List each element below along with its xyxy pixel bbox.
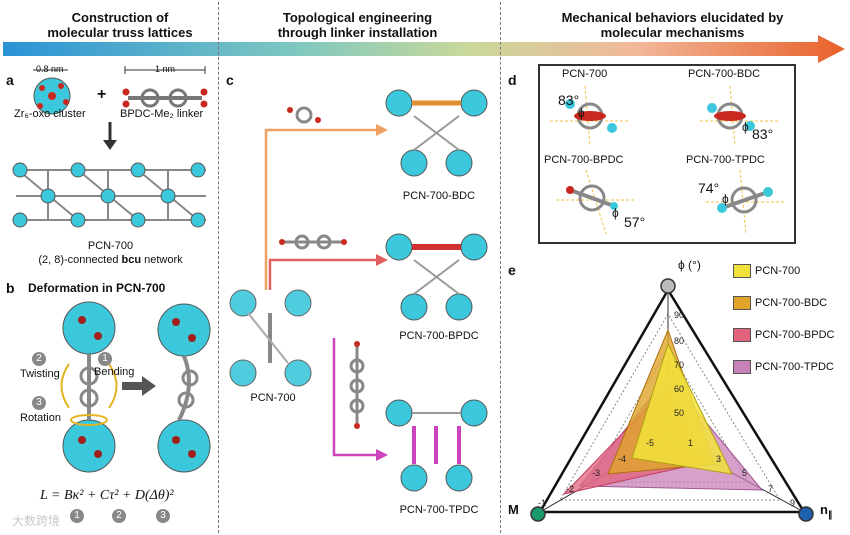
plus-sign: + — [97, 86, 107, 103]
deformation-title: Deformation in PCN-700 — [28, 281, 166, 295]
deformation-graphic — [60, 301, 211, 473]
d-name-pcn700: PCN-700 — [562, 68, 608, 80]
legend-bdc: PCN-700-BDC — [733, 294, 843, 312]
torsion-angles-box — [538, 64, 796, 244]
radar-outer-triangle — [537, 287, 807, 514]
pcn700-bpdc-graphic — [385, 233, 488, 321]
axis-m-label: M — [508, 502, 519, 517]
linker-size-label: 1 nm — [155, 64, 176, 74]
d-name-tpdc: PCN-700-TPDC — [686, 154, 765, 166]
bpdc-linker-icon — [279, 234, 347, 250]
d-angle-tpdc: 74° — [698, 180, 720, 196]
m-tick-5: -5 — [646, 438, 654, 448]
torsion-tpdc-graphic — [706, 169, 786, 235]
pcn700-center-graphic — [229, 289, 312, 387]
d-phi-bpdc: ϕ — [612, 206, 619, 220]
legend-pcn700: PCN-700 — [733, 262, 843, 280]
header-construction: Construction of molecular truss lattices — [47, 10, 193, 40]
radar-series-pcn700 — [631, 342, 733, 475]
header-mechanical: Mechanical behaviors elucidated by molec… — [561, 10, 784, 40]
mode-bending-label: Bending — [94, 366, 135, 378]
linker-install-arrows — [264, 124, 388, 461]
column-divider-2 — [500, 2, 501, 533]
pcn700-bdc-graphic — [385, 89, 488, 177]
panel-e-label: e — [508, 262, 516, 278]
product-bdc-label: PCN-700-BDC — [402, 190, 476, 202]
mode-3-badge: 3 — [32, 396, 46, 410]
m-tick-4: -4 — [618, 454, 626, 464]
panel-b-label: b — [6, 280, 15, 296]
mode-1-badge: 1 — [98, 352, 112, 366]
phi-tick-80: 80 — [674, 336, 684, 346]
cluster-caption: Zr₆-oxo cluster — [14, 108, 86, 120]
network-description: (2, 8)-connected bcu network — [38, 254, 183, 266]
mode-rotation-label: Rotation — [20, 412, 61, 424]
axis-phi-label: ϕ (°) — [678, 258, 701, 272]
d-name-bpdc: PCN-700-BPDC — [544, 154, 624, 166]
mode-2-badge: 2 — [32, 352, 46, 366]
d-phi-bdc: ϕ — [742, 120, 749, 134]
panel-d-label: d — [508, 72, 517, 88]
pcn700-center-label: PCN-700 — [250, 392, 296, 404]
n-tick-7: 7 — [768, 484, 773, 494]
header-topological: Topological engineering through linker i… — [277, 10, 438, 40]
column-divider-1 — [218, 2, 219, 533]
linker-caption: BPDC-Me₂ linker — [120, 108, 204, 120]
zr-cluster-graphic — [33, 69, 71, 115]
d-angle-bpdc: 57° — [624, 214, 646, 230]
d-angle-pcn700: 83° — [558, 92, 580, 108]
axis-n-marker — [798, 506, 814, 522]
m-tick-1: -1 — [538, 498, 546, 508]
d-name-bdc: PCN-700-BDC — [688, 68, 761, 80]
workflow-arrow — [3, 35, 845, 63]
pcn700-tpdc-graphic — [385, 399, 488, 492]
radar-legend: PCN-700 PCN-700-BDC PCN-700-BPDC PCN-700… — [733, 262, 843, 376]
energy-equation: L = Bκ² + Cτ² + D(Δθ)² — [40, 488, 174, 503]
n-tick-9: 9 — [790, 498, 795, 508]
phi-tick-90: 90 — [674, 310, 684, 320]
torsion-pcn700-graphic — [550, 85, 630, 147]
torsion-bdc-graphic — [700, 85, 780, 147]
phi-tick-70: 70 — [674, 360, 684, 370]
phi-tick-60: 60 — [674, 384, 684, 394]
legend-bpdc: PCN-700-BPDC — [733, 326, 843, 344]
watermark: 大数跨境 — [12, 514, 61, 528]
legend-swatch — [733, 328, 751, 342]
tpdc-linker-icon — [349, 341, 365, 429]
network-name: PCN-700 — [87, 240, 134, 252]
bdc-linker-icon — [287, 106, 321, 124]
d-phi-pcn700: ϕ — [578, 106, 585, 120]
mode-twisting-label: Twisting — [20, 368, 60, 380]
n-tick-1: 1 — [688, 438, 693, 448]
legend-swatch — [733, 360, 751, 374]
torsion-bpdc-graphic — [556, 169, 636, 235]
panel-a-label: a — [6, 72, 14, 88]
eq-num-1: 1 — [70, 509, 84, 523]
down-arrow — [103, 122, 117, 150]
pcn700-network-graphic — [12, 162, 206, 228]
legend-tpdc: PCN-700-TPDC — [733, 358, 843, 376]
eq-num-3: 3 — [156, 509, 170, 523]
d-angle-bdc: 83° — [752, 126, 774, 142]
panel-c-label: c — [226, 72, 234, 88]
radar-chart: 90 80 70 60 50 -5 -4 -3 -2 -1 1 3 5 7 9 — [530, 278, 814, 522]
m-tick-2: -2 — [566, 484, 574, 494]
legend-swatch — [733, 296, 751, 310]
bpdc-linker-graphic — [122, 66, 208, 108]
eq-num-2: 2 — [112, 509, 126, 523]
axis-m-marker — [530, 506, 546, 522]
m-tick-3: -3 — [592, 468, 600, 478]
n-tick-5: 5 — [742, 468, 747, 478]
n-tick-3: 3 — [716, 454, 721, 464]
axis-n-label: n∥ — [820, 502, 833, 520]
product-bpdc-label: PCN-700-BPDC — [399, 330, 479, 342]
cluster-size-label: 0.8 nm — [36, 64, 64, 74]
axis-phi-marker — [660, 278, 676, 294]
legend-swatch — [733, 264, 751, 278]
d-phi-tpdc: ϕ — [722, 192, 729, 206]
phi-tick-50: 50 — [674, 408, 684, 418]
product-tpdc-label: PCN-700-TPDC — [399, 504, 479, 516]
